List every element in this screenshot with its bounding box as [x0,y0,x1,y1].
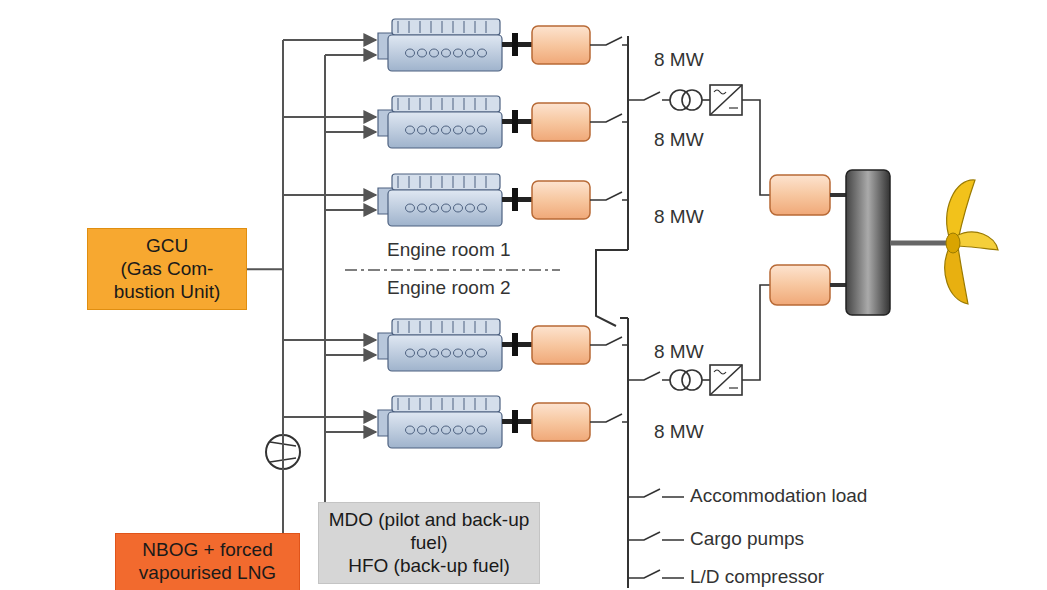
liquid-fuel-box: MDO (pilot and back-up fuel)HFO (back-up… [318,502,540,584]
engine-generator-set [378,19,628,71]
power-rating: 8 MW [652,342,706,363]
room-label: Engine room 2 [385,278,513,299]
gcu-box: GCU(Gas Com- bustion Unit) [87,228,247,310]
load-label: Cargo pumps [688,529,806,550]
power-rating: 8 MW [652,130,706,151]
engine-generator-set [378,396,628,448]
propulsion [770,170,998,315]
engine-generator-set [378,174,628,226]
engine-generator-set [378,319,628,371]
box-text: MDO (pilot and back-up fuel) [327,509,531,555]
drive-train [628,85,770,395]
box-text: HFO (back-up fuel) [327,555,531,578]
box-text: (Gas Com- bustion Unit) [98,258,236,304]
power-rating: 8 MW [652,422,706,443]
box-text: GCU [98,235,236,258]
power-rating: 8 MW [652,207,706,228]
gas-supply-box: NBOG + forced vapourised LNG [115,533,300,590]
box-text: NBOG + forced vapourised LNG [124,539,291,585]
gas-line [247,269,283,533]
room-label: Engine room 1 [385,240,513,261]
load-feeders [628,489,684,578]
busbar [596,36,628,588]
engine-generator-set [378,96,628,148]
room-divider [345,269,560,271]
load-label: L/D compressor [688,567,826,588]
power-rating: 8 MW [652,50,706,71]
load-label: Accommodation load [688,486,869,507]
